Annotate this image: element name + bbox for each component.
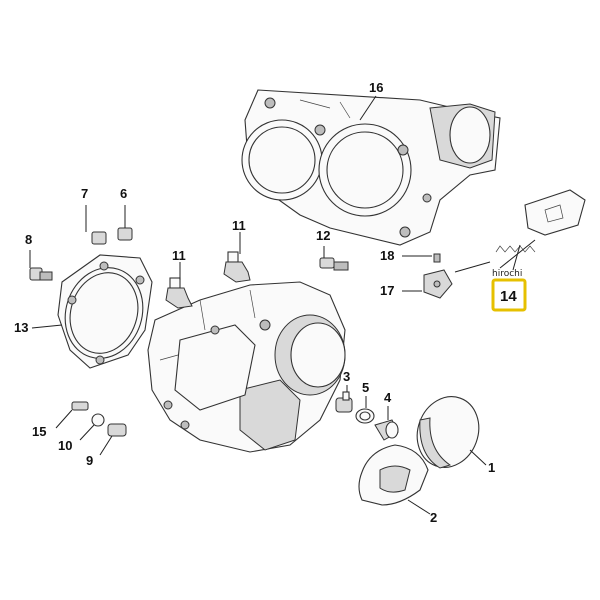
highlight-box-14	[491, 278, 527, 312]
part-6-screw	[117, 205, 133, 241]
label-4: 4	[384, 390, 392, 405]
label-18: 18	[380, 248, 394, 263]
label-11-right: 11	[232, 218, 246, 233]
part-5-seal-ring	[355, 408, 375, 424]
part-16-reflector-housing	[241, 89, 501, 246]
label-9: 9	[86, 453, 93, 468]
part-14-spring-bracket	[454, 189, 586, 273]
label-13: 13	[14, 320, 28, 335]
leader-lines	[31, 95, 487, 515]
part-8-screw	[29, 250, 53, 281]
label-15: 15	[32, 424, 46, 439]
part-11-bulb-right	[223, 244, 251, 283]
part-15-screw	[55, 401, 89, 429]
label-6: 6	[120, 186, 127, 201]
part-10-washer	[79, 413, 105, 441]
label-2: 2	[430, 510, 437, 525]
part-4-bulb	[374, 419, 399, 441]
label-10: 10	[58, 438, 72, 453]
part-7-screw	[85, 205, 107, 245]
label-7: 7	[81, 186, 88, 201]
label-8: 8	[25, 232, 32, 247]
label-5: 5	[362, 380, 369, 395]
part-3-bulb-holder	[335, 391, 353, 413]
part-18-small-screw	[402, 253, 441, 263]
part-11-bulb-left	[165, 272, 193, 309]
part-2-cover	[358, 444, 429, 506]
label-11-left: 11	[172, 248, 186, 263]
part-12-screw	[319, 246, 349, 271]
label-17: 17	[380, 283, 394, 298]
watermark-text: hirochi	[492, 269, 522, 279]
part-1-cover-cap	[416, 396, 480, 469]
label-16: 16	[369, 80, 383, 95]
label-1: 1	[488, 460, 495, 475]
label-14: 14	[500, 288, 517, 305]
label-12: 12	[316, 228, 330, 243]
part-13-headlight-ring	[57, 254, 153, 369]
label-3: 3	[343, 369, 350, 384]
part-9-bushing	[99, 423, 127, 456]
part-17-adjuster	[402, 269, 453, 299]
main-headlight-body	[147, 281, 346, 453]
